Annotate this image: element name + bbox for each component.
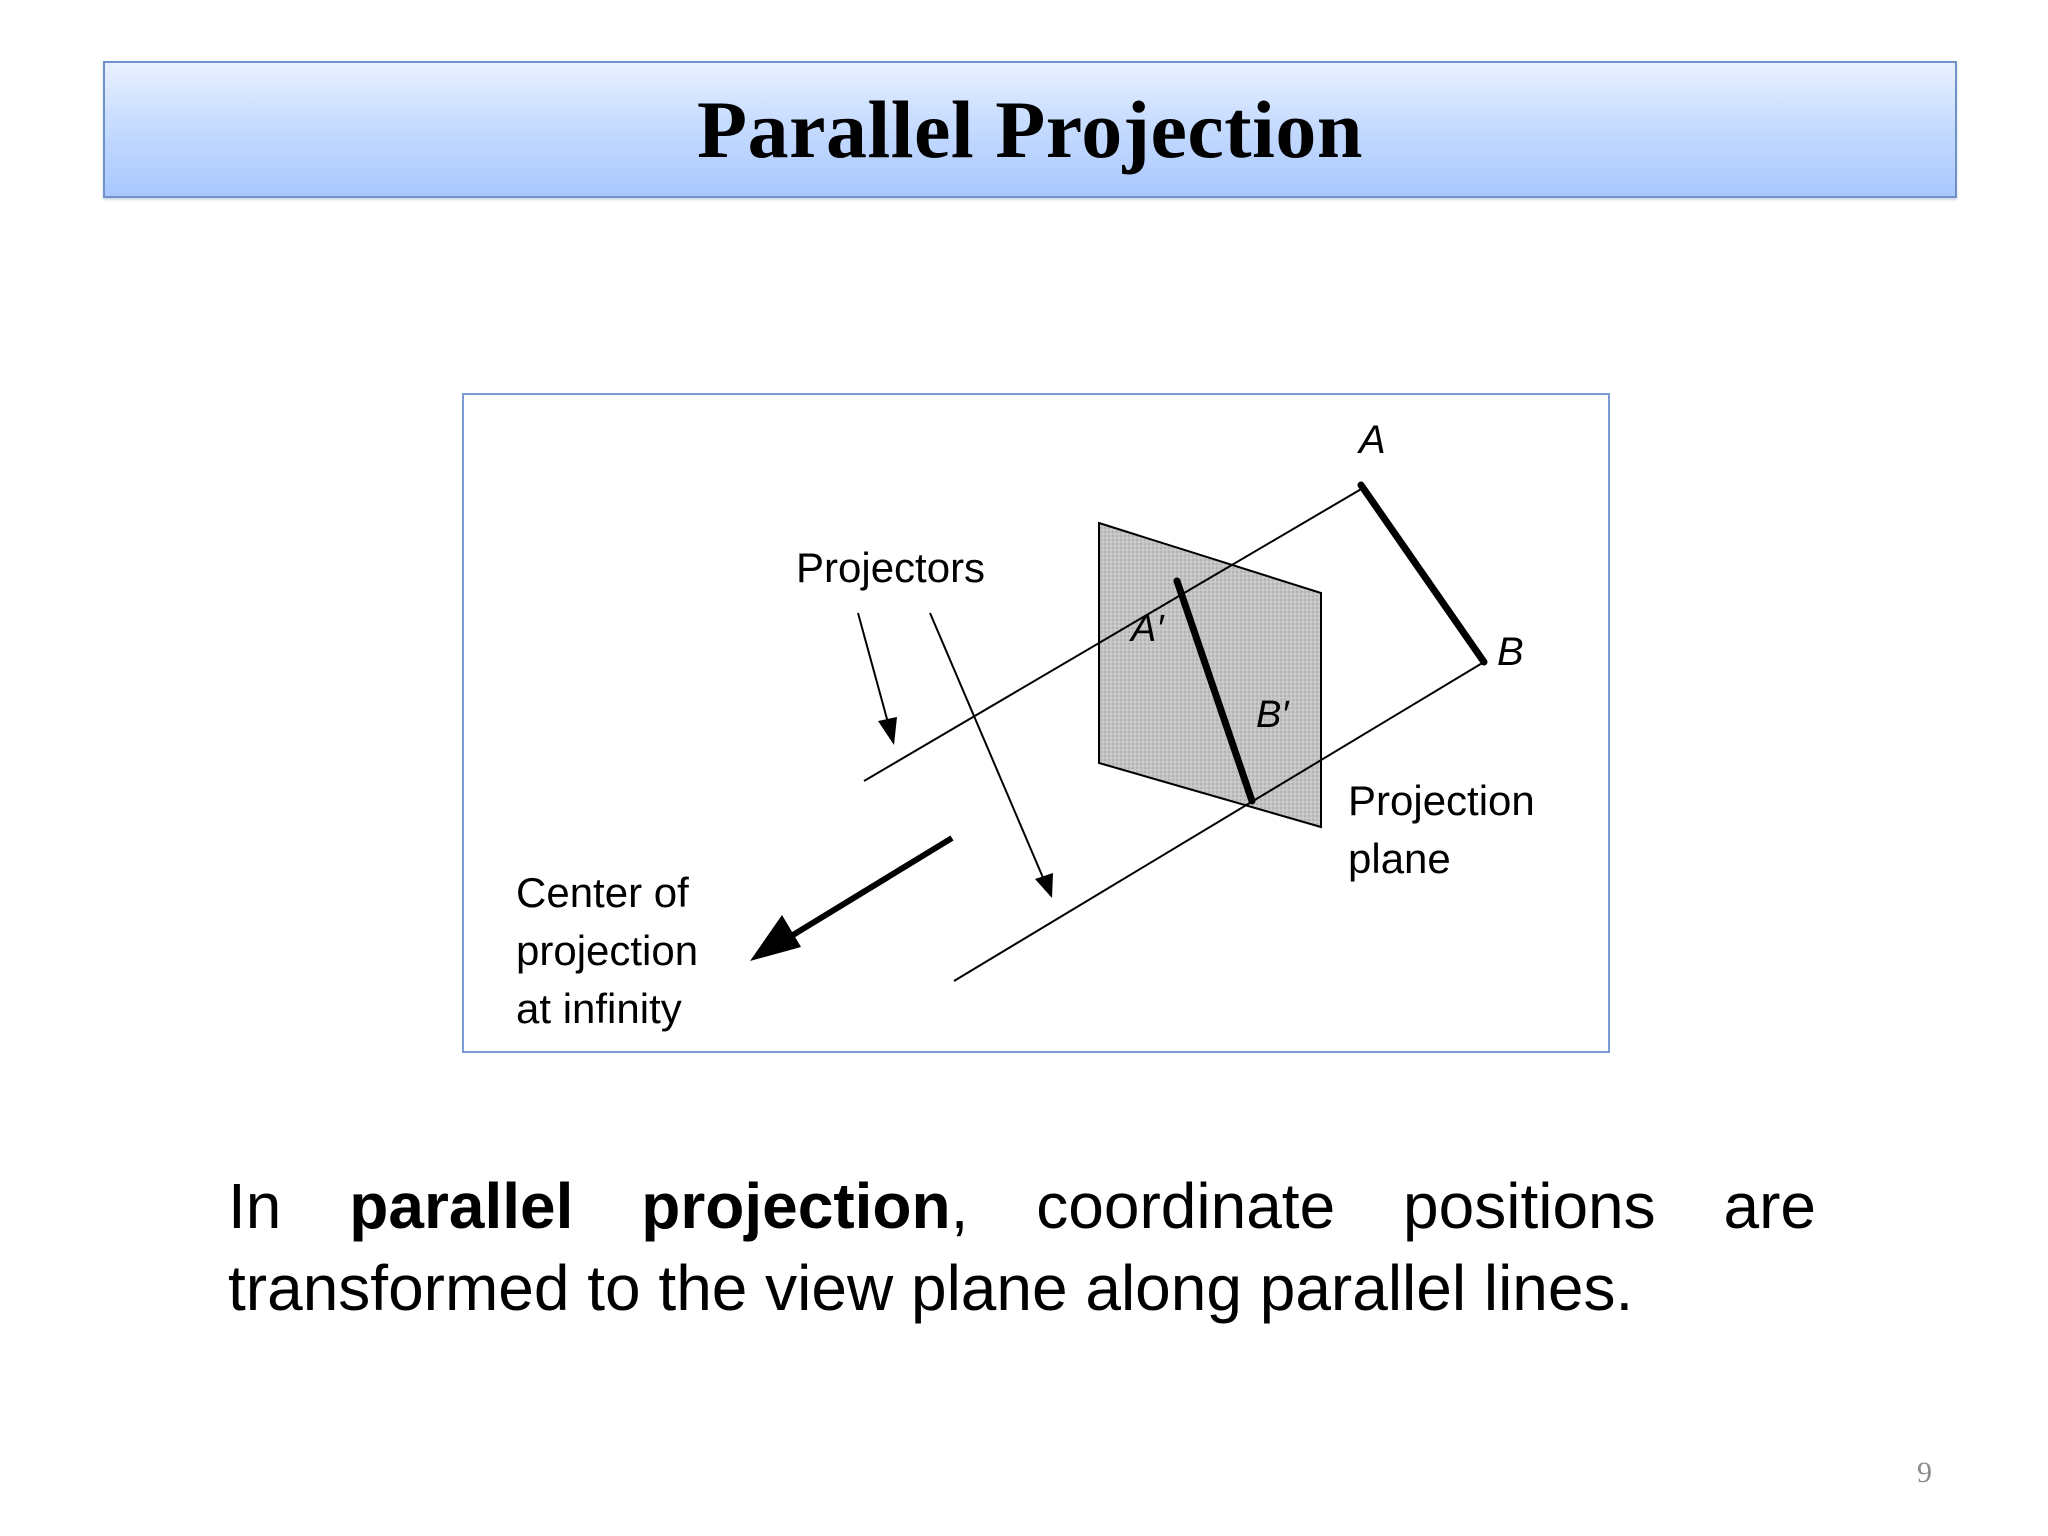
projector-line-upper [863, 487, 1364, 782]
parallel-projection-figure: A B A′ B′ Projectors Projection plane Ce… [462, 393, 1610, 1053]
label-b: B [1497, 630, 1524, 674]
body-line-1: In parallel projection, coordinate posit… [228, 1165, 1816, 1247]
body-line1-rest: , coordinate positions are [950, 1170, 1817, 1242]
label-projection-plane-1: Projection [1348, 777, 1535, 824]
projection-diagram: A B A′ B′ Projectors Projection plane Ce… [516, 418, 1535, 1032]
label-b-prime: B′ [1256, 694, 1290, 736]
body-prefix: In [228, 1170, 350, 1242]
label-projectors: Projectors [796, 544, 985, 591]
body-bold-term: parallel projection [349, 1170, 951, 1242]
label-center-1: Center of [516, 869, 689, 916]
slide-title: Parallel Projection [696, 83, 1364, 175]
body-line-2: transformed to the view plane along para… [228, 1252, 1634, 1324]
label-a-prime: A′ [1129, 608, 1165, 650]
center-of-projection-arrow-head [750, 915, 801, 961]
label-projection-plane-2: plane [1348, 835, 1451, 882]
label-center-3: at infinity [516, 985, 682, 1032]
projector-line-lower [953, 661, 1485, 982]
projectors-arrow-1-shaft [857, 612, 891, 731]
page-number: 9 [1917, 1456, 1932, 1489]
title-banner: Parallel Projection [103, 61, 1957, 198]
segment-a-prime-b-prime [1173, 577, 1256, 805]
body-paragraph: In parallel projection, coordinate posit… [228, 1165, 1816, 1329]
segment-ab [1357, 481, 1488, 666]
label-a: A [1357, 418, 1386, 462]
center-of-projection-arrow-shaft [768, 835, 954, 952]
projectors-arrow-2-head [1035, 873, 1053, 898]
projectors-arrow-2-shaft [929, 612, 1045, 881]
projectors-arrow-1-head [878, 717, 897, 745]
label-center-2: projection [516, 927, 698, 974]
